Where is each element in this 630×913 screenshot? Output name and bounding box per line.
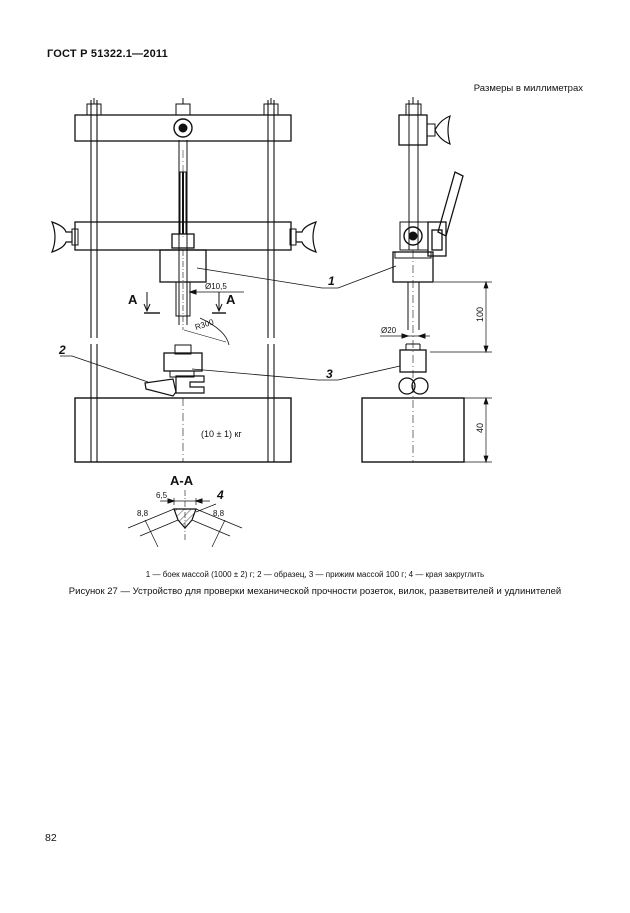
release-lever <box>427 171 464 257</box>
weight-label: (10 ± 1) кг <box>201 429 242 439</box>
dim-right-88: 8,8 <box>213 509 225 518</box>
section-profile <box>173 508 197 529</box>
specimen-clamp <box>163 344 203 378</box>
dim-left-88: 8,8 <box>137 509 149 518</box>
specimen <box>144 375 205 397</box>
nut <box>405 103 422 116</box>
section-cut-a <box>143 292 226 314</box>
dim-diameter-side: Ø20 <box>381 326 397 335</box>
wing-nut-top <box>426 114 451 146</box>
section-mark-left: А <box>128 292 138 307</box>
section-a-a <box>127 490 243 548</box>
callout-4: 4 <box>216 488 224 502</box>
dim-height-40: 40 <box>475 423 485 433</box>
page-number: 82 <box>45 832 57 844</box>
dim-height-100: 100 <box>475 307 485 322</box>
dim-width-65: 6,5 <box>156 491 168 500</box>
callout-2: 2 <box>58 343 66 357</box>
figure-caption: Рисунок 27 — Устройство для проверки мех… <box>68 586 562 597</box>
figure-legend: 1 — боек массой (1000 ± 2) г; 2 — образе… <box>145 570 485 579</box>
callout-1: 1 <box>328 274 335 288</box>
section-title: А-А <box>170 473 194 488</box>
wing-nut-left <box>50 221 79 253</box>
clamp-knob-side <box>403 226 423 246</box>
side-view <box>361 97 492 464</box>
guide-rods <box>90 100 275 462</box>
nut <box>263 103 279 116</box>
wing-nut-right <box>289 221 318 253</box>
radius-arc <box>199 317 230 346</box>
dim-diameter-shaft: Ø10,5 <box>205 282 227 291</box>
dimension-40 <box>464 396 492 464</box>
base-side <box>361 397 465 463</box>
top-collar <box>398 114 428 146</box>
front-view <box>50 98 318 463</box>
callout-3: 3 <box>326 367 333 381</box>
dimension-100 <box>430 280 492 354</box>
specimen-side <box>398 377 416 395</box>
nut <box>86 103 102 116</box>
nut <box>175 103 191 116</box>
standard-number: ГОСТ Р 51322.1—2011 <box>47 48 168 60</box>
clamp-knob <box>173 118 193 138</box>
striker-block <box>159 233 207 330</box>
clamp-side <box>399 349 427 373</box>
units-note: Размеры в миллиметрах <box>473 83 583 94</box>
section-mark-right: А <box>226 292 236 307</box>
dim-radius: R300 <box>194 317 215 332</box>
drawing-labels: 1 2 3 4 А А А-А Ø10,5 R300 (10 ± 1) кг Ø… <box>58 274 485 518</box>
leader-lines <box>60 265 401 383</box>
